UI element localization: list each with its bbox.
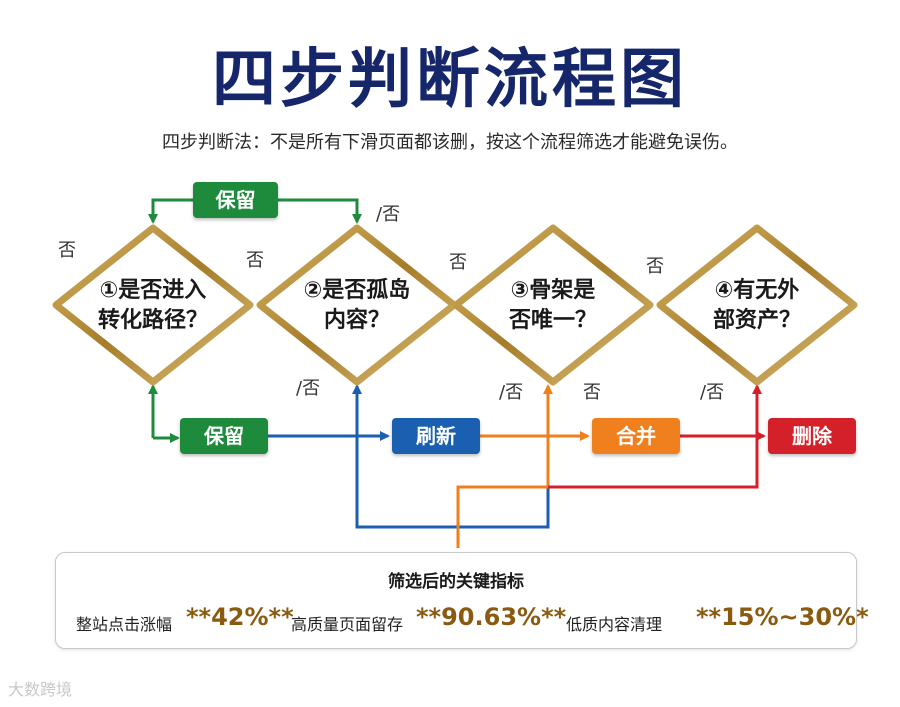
no-label-d1: 否 — [58, 240, 76, 261]
diamond-2-text: ②是否孤岛 内容？ — [277, 276, 437, 336]
connector-keep-top-right — [278, 198, 362, 224]
metric-3-value: **15%~30%* — [696, 603, 869, 631]
diamond-2-line2: 内容？ — [323, 308, 390, 333]
diamond-2 — [256, 224, 458, 386]
watermark: 大数跨境 — [8, 680, 73, 699]
diamond-3-line2: 否唯一？ — [508, 308, 597, 333]
merge-box: 合并 — [592, 418, 680, 454]
metrics-panel: 筛选后的关键指标 整站点击涨幅 **42%** 高质量页面留存 **90.63%… — [55, 552, 869, 649]
diamond-3-text: ③骨架是 否唯一？ — [473, 276, 633, 336]
metric-3-label: 低质内容清理 — [566, 615, 663, 634]
diamond-3 — [452, 224, 654, 386]
diamond-1-text: ①是否进入 转化路径？ — [73, 276, 233, 336]
diamond-4-line1: ④有无外 — [714, 278, 800, 303]
diamond-3-line1: ③骨架是 — [510, 278, 596, 303]
slash-no-label-d4: /否 — [700, 382, 725, 403]
diamond-1-line2: 转化路径？ — [97, 308, 208, 333]
connector-keep-top-left — [148, 198, 193, 224]
diamond-4-text: ④有无外 部资产？ — [677, 276, 837, 336]
page-title: 四步判断流程图 — [212, 43, 688, 117]
metric-1-value: **42%** — [186, 603, 294, 631]
page-subtitle: 四步判断法：不是所有下滑页面都该删，按这个流程筛选才能避免误伤。 — [162, 132, 738, 153]
slash-no-label-top: /否 — [376, 204, 401, 225]
connector-d3-orange — [456, 384, 553, 548]
keep-top-box: 保留 — [193, 182, 278, 218]
refresh-box: 刷新 — [392, 418, 480, 454]
diamond-1 — [52, 224, 254, 386]
no-label-d3: 否 — [449, 252, 467, 273]
metric-2-label: 高质量页面留存 — [291, 615, 404, 634]
diamond-2-line1: ②是否孤岛 — [303, 278, 411, 303]
metric-2-value: **90.63%** — [416, 603, 567, 631]
slash-no-label-d2: /否 — [296, 378, 321, 399]
no-label-d3-bottom: 否 — [583, 382, 601, 403]
connector-d4-red — [548, 384, 762, 489]
diamond-1-line1: ①是否进入 — [99, 278, 207, 303]
metrics-title: 筛选后的关键指标 — [388, 572, 524, 592]
no-label-d2: 否 — [246, 250, 264, 271]
delete-box: 删除 — [768, 418, 856, 454]
no-label-d4: 否 — [646, 256, 664, 277]
connector-d2-blue — [355, 390, 550, 529]
keep-box: 保留 — [180, 418, 268, 454]
metric-1-label: 整站点击涨幅 — [76, 615, 173, 634]
slash-no-label-d3: /否 — [499, 382, 524, 403]
diamond-4-line2: 部资产？ — [712, 308, 801, 333]
diamond-4 — [656, 224, 858, 386]
